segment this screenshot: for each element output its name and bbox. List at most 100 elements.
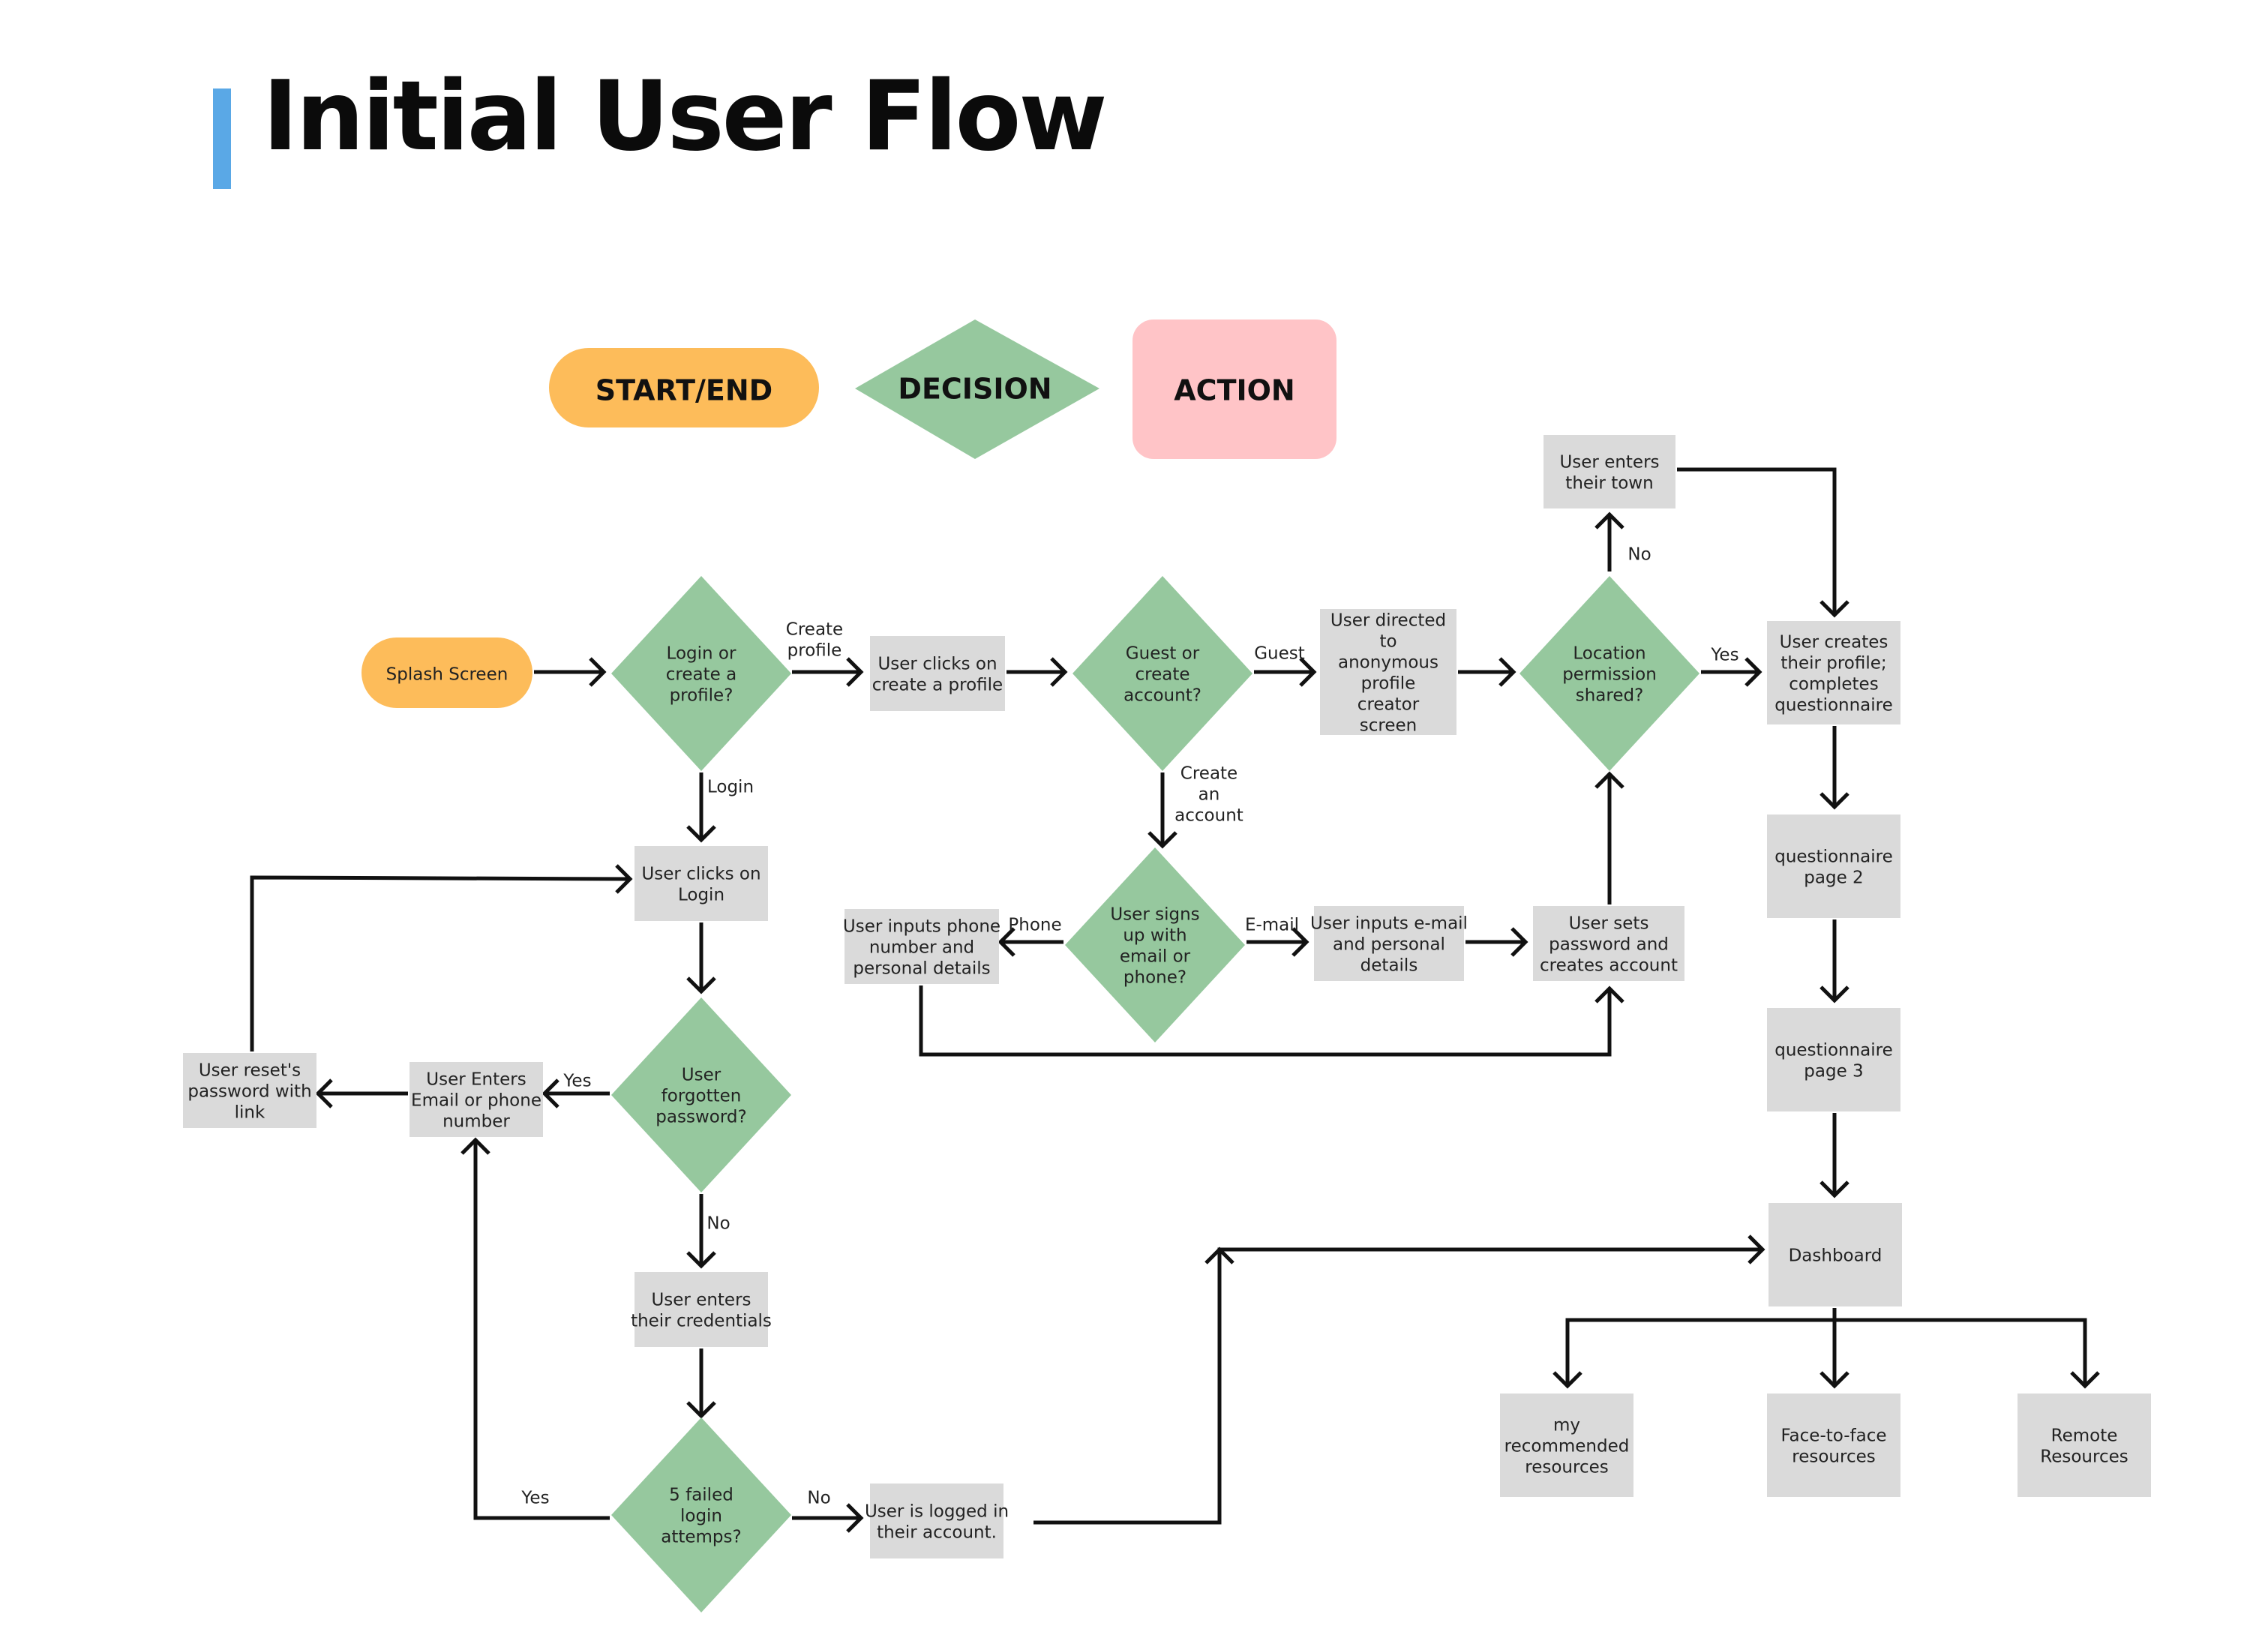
- edge-phone-to-set-password: [919, 986, 1612, 1057]
- edge-label-login: Login: [707, 777, 754, 796]
- edge-label-phone: Phone: [1008, 915, 1061, 934]
- edge-q3-to-dashboard-arrowhead: [1820, 1180, 1850, 1198]
- resets-password-box: [183, 1053, 316, 1128]
- edge-dashboard-to-remote-arrowhead: [2070, 1371, 2100, 1389]
- legend-action-shape: [1132, 320, 1336, 459]
- edge-location-no-arrowhead: [1594, 512, 1624, 530]
- page-title: Initial User Flow: [262, 61, 1108, 172]
- questionnaire-3-box: [1767, 1008, 1900, 1112]
- location-permission-decision: [1520, 576, 1700, 771]
- edge-logged-in-corner-arrowhead: [1204, 1246, 1234, 1264]
- edge-create-an-account-arrowhead: [1148, 831, 1178, 849]
- edge-dashboard-to-recommended-arrowhead: [1552, 1371, 1582, 1389]
- enters-email-phone-box: [410, 1062, 543, 1137]
- edge-failed-yes-arrowhead: [460, 1137, 490, 1155]
- splash-screen-node: [362, 638, 532, 708]
- edge-q2-to-q3-arrowhead: [1820, 986, 1850, 1004]
- edge-label-failed-yes: Yes: [520, 1488, 549, 1508]
- legend-action-label: ACTION: [1174, 374, 1294, 407]
- edge-enter-email-to-reset-arrowhead: [315, 1078, 333, 1108]
- questionnaire-2-box: [1767, 814, 1900, 918]
- edge-town-to-profile-arrowhead: [1820, 600, 1850, 618]
- edge-credentials-to-failed-decision-arrowhead: [686, 1401, 716, 1419]
- remote-resources-box: [2018, 1394, 2151, 1497]
- edge-label-guest: Guest: [1254, 644, 1305, 663]
- enters-credentials-box: [634, 1272, 768, 1347]
- edge-location-yes-arrowhead: [1744, 657, 1762, 687]
- edge-set-password-to-location-arrowhead: [1594, 771, 1624, 789]
- legend-start-end-label: START/END: [596, 374, 772, 407]
- edge-label-email: E-mail: [1245, 915, 1299, 934]
- enters-town-box: [1544, 435, 1676, 508]
- edge-forgot-no-arrowhead: [686, 1251, 716, 1269]
- edge-label-forgot-no: No: [706, 1214, 730, 1233]
- edge-profile-to-q2-arrowhead: [1820, 792, 1850, 810]
- edge-splash-to-login-decision-arrowhead: [589, 657, 607, 687]
- edge-forgot-yes-arrowhead: [542, 1078, 560, 1108]
- edge-logged-in-to-dashboard-arrowhead: [1748, 1234, 1766, 1264]
- legend-decision-label: DECISION: [898, 373, 1052, 406]
- sets-password-box: [1533, 906, 1684, 981]
- edge-dashboard-to-recommended: [1565, 1308, 1837, 1386]
- login-or-create-decision: [611, 576, 791, 771]
- edge-dashboard-to-remote: [1834, 1318, 2087, 1386]
- anonymous-profile-box: [1320, 609, 1456, 735]
- forgotten-password-decision: [611, 998, 791, 1192]
- signs-up-with-decision: [1065, 848, 1245, 1042]
- edge-failed-yes: [473, 1140, 610, 1520]
- edge-phone-arrowhead: [998, 927, 1016, 957]
- clicks-login-box: [634, 846, 768, 921]
- clicks-create-profile-box: [870, 636, 1005, 711]
- edge-to-location-decision-arrowhead: [1498, 657, 1516, 687]
- edge-reset-to-login: [250, 875, 631, 1052]
- edge-login-to-forgot-decision-arrowhead: [686, 976, 716, 994]
- edge-logged-in-to-dashboard: [1034, 1247, 1762, 1525]
- creates-profile-box: [1767, 621, 1900, 724]
- edge-email-arrowhead: [1292, 927, 1310, 957]
- edge-label-location-no: No: [1628, 544, 1651, 564]
- edge-phone-to-set-password-arrowhead: [1594, 986, 1624, 1004]
- edge-email-to-set-password-arrowhead: [1510, 927, 1528, 957]
- edge-label-failed-no: No: [807, 1488, 830, 1508]
- legend-decision-shape: [855, 320, 1100, 459]
- face-to-face-box: [1767, 1394, 1900, 1497]
- inputs-phone-box: [844, 909, 999, 984]
- inputs-email-box: [1314, 906, 1464, 981]
- failed-attempts-decision: [611, 1418, 791, 1612]
- edge-to-guest-decision-arrowhead: [1050, 657, 1068, 687]
- dashboard-box: [1768, 1203, 1902, 1306]
- dashboard-label: Dashboard: [1789, 1246, 1882, 1265]
- splash-screen-label: Splash Screen: [386, 664, 508, 684]
- edge-town-to-profile: [1677, 467, 1837, 615]
- edge-create-profile-arrowhead: [846, 657, 864, 687]
- edge-failed-no-arrowhead: [846, 1503, 864, 1533]
- guest-or-create-decision: [1072, 576, 1252, 771]
- edge-dashboard-to-face-to-face-arrowhead: [1820, 1371, 1850, 1389]
- legend-start-end-shape: [549, 348, 819, 428]
